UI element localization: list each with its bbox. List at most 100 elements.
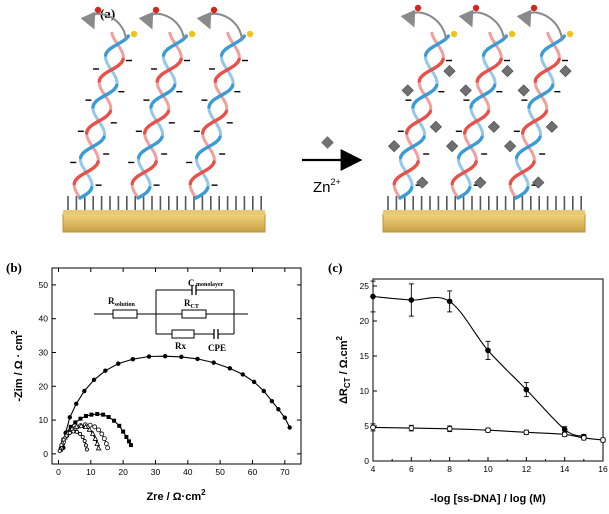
x-tick-label: 70	[280, 467, 290, 477]
curved-arrow-icon	[196, 11, 243, 41]
data-point	[240, 372, 245, 377]
data-point	[89, 412, 94, 417]
zinc-ion-diamond-icon	[321, 136, 334, 149]
zinc-ion-diamond-icon	[559, 64, 572, 78]
reagent-label: Zn	[313, 179, 331, 196]
blue-strand	[194, 186, 210, 200]
red-dot-icon	[94, 6, 102, 14]
y-tick-label: 0	[43, 449, 48, 459]
data-point	[80, 434, 85, 439]
yellow-dot-icon	[566, 30, 574, 38]
red-strand-back	[546, 31, 561, 60]
data-point	[73, 423, 80, 429]
data-point	[82, 388, 87, 394]
red-strand-back	[488, 31, 503, 60]
x-tick-label: 40	[183, 467, 193, 477]
plot-b-xlabel: Zre / Ω·cm2	[146, 488, 206, 503]
plot-b-markers	[57, 354, 292, 453]
data-point	[84, 447, 89, 452]
blue-strand	[469, 83, 497, 109]
x-tick-label: 60	[248, 467, 258, 477]
data-point	[600, 437, 606, 443]
plot-b-fits	[59, 355, 291, 451]
svg-text:Zn2+: Zn2+	[313, 177, 341, 196]
data-point	[103, 441, 109, 447]
data-point	[106, 415, 111, 420]
data-point	[117, 423, 122, 428]
red-strand-back	[450, 183, 460, 199]
red-strand	[508, 160, 536, 186]
data-point	[485, 347, 491, 354]
gold-electrode-top	[383, 210, 585, 215]
data-point	[580, 435, 587, 441]
blue-strand	[91, 83, 119, 109]
blue-strand	[398, 135, 426, 160]
data-point	[179, 354, 184, 360]
data-point	[227, 366, 233, 371]
zinc-ion-diamond-icon	[545, 120, 558, 133]
data-point	[276, 407, 281, 412]
red-strand	[201, 109, 229, 135]
data-point	[74, 401, 79, 407]
resistor-ct	[181, 309, 207, 319]
data-point	[370, 424, 376, 431]
curved-arrow-icon	[516, 9, 563, 41]
zinc-ion-diamond-icon	[501, 64, 514, 78]
data-point	[561, 431, 568, 438]
data-point	[124, 434, 129, 439]
data-point	[83, 443, 88, 448]
x-tick-label: 20	[118, 467, 128, 477]
zinc-ion-diamond-icon	[416, 176, 429, 189]
red-strand	[463, 109, 491, 135]
y-tick-label: 10	[39, 415, 49, 425]
y-tick-label: 25	[360, 281, 370, 291]
data-point	[485, 427, 491, 434]
red-dot-icon	[414, 4, 422, 12]
red-strand-back	[508, 183, 518, 199]
data-point	[261, 388, 267, 394]
yellow-dot-icon	[450, 30, 458, 38]
data-point	[67, 415, 72, 420]
blue-strand	[136, 135, 164, 160]
x-tick-label: 8	[447, 464, 452, 474]
data-point	[282, 415, 288, 420]
data-point	[87, 422, 93, 428]
yellow-dot-icon	[188, 30, 196, 38]
blue-strand	[194, 135, 222, 160]
blue-strand	[78, 135, 106, 160]
resistor-solution	[112, 309, 138, 319]
data-point	[95, 444, 102, 451]
data-point	[68, 424, 73, 429]
x-tick-label: 14	[560, 464, 570, 474]
data-point	[130, 357, 136, 362]
reagent-charge: 2+	[331, 177, 341, 187]
label-c: C	[188, 278, 195, 288]
x-tick-label: 12	[522, 464, 532, 474]
gold-electrode-top	[63, 210, 265, 215]
panel-c-label: (c)	[328, 260, 342, 275]
red-strand-back	[168, 31, 183, 60]
data-point	[99, 431, 105, 437]
series-line-0	[372, 295, 584, 438]
blue-strand	[456, 135, 484, 160]
y-tick-label: 20	[39, 381, 49, 391]
curved-arrow-icon	[138, 11, 185, 41]
plot-c-series	[370, 280, 606, 443]
yellow-dot-icon	[130, 30, 138, 38]
y-tick-label: 20	[360, 316, 370, 326]
y-tick-label: 40	[39, 314, 49, 324]
curved-arrow-icon	[400, 9, 447, 41]
data-point	[78, 416, 83, 421]
x-tick-label: 10	[86, 467, 96, 477]
y-tick-label: 10	[360, 386, 370, 396]
data-point	[105, 445, 111, 451]
red-strand	[97, 57, 125, 83]
data-point	[287, 425, 292, 430]
y-tick-label: 30	[39, 347, 49, 357]
blue-strand	[411, 83, 439, 109]
data-point	[101, 436, 107, 442]
